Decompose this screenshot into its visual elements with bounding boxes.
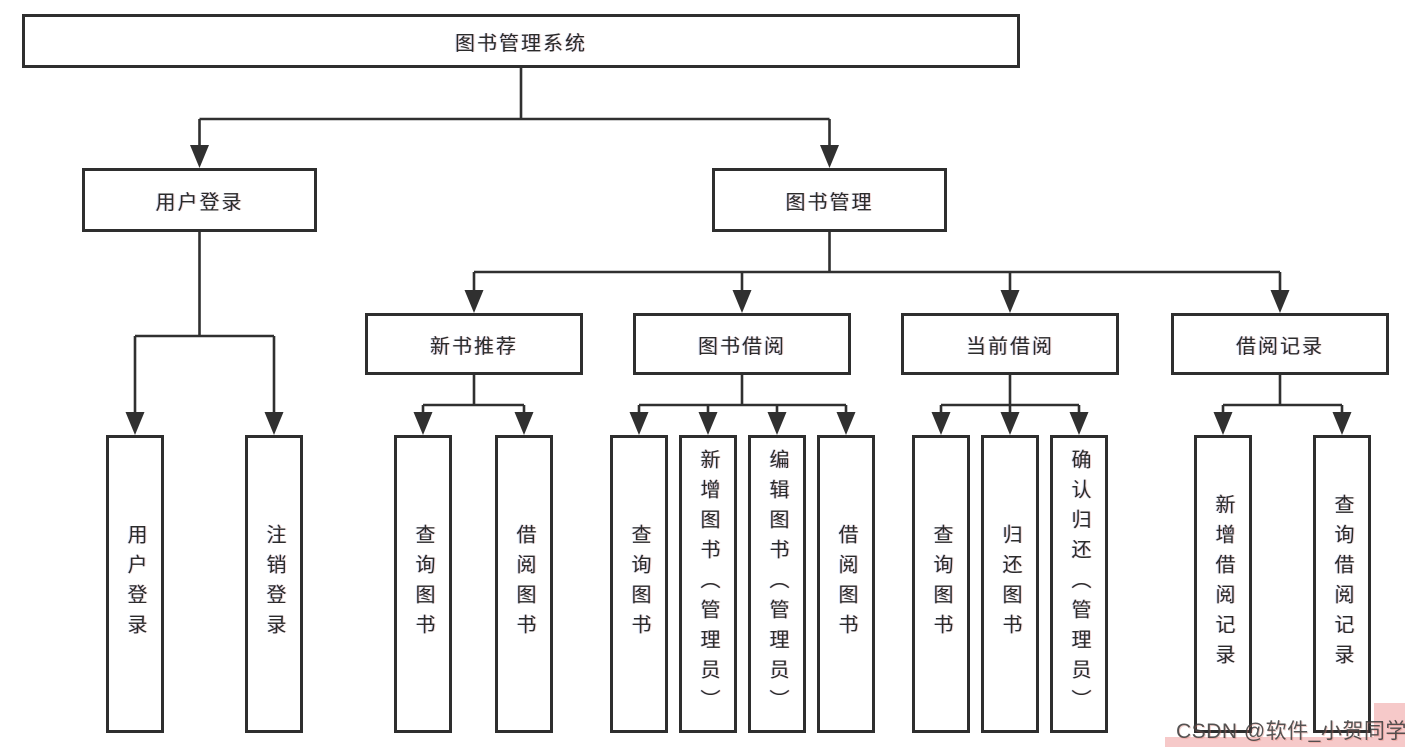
node-leaf-bb-query-books: 查询图书 [610,435,668,733]
node-leaf-bb-borrow-books: 借阅图书 [817,435,875,733]
node-leaf-cb-return-books: 归还图书 [981,435,1039,733]
node-user-login: 用户登录 [82,168,317,232]
arrowhead-icon [514,412,534,435]
node-leaf-br-query-record-label: 查询借阅记录 [1331,494,1353,674]
node-leaf-bb-add-books-admin: 新增图书（管理员） [679,435,737,733]
node-leaf-nb-borrow-books: 借阅图书 [495,435,553,733]
watermark-badge-bottom [1165,737,1405,747]
node-book-borrow: 图书借阅 [633,313,851,375]
node-new-book-recommend-label: 新书推荐 [430,335,518,358]
node-leaf-bb-add-books-admin-label: 新增图书（管理员） [697,449,719,719]
node-leaf-cb-confirm-return-admin: 确认归还（管理员） [1050,435,1108,733]
arrowhead-icon [1000,290,1020,313]
csdn-watermark: CSDN @软件_小贺同学 [1176,720,1405,743]
arrowhead-icon [931,412,951,435]
node-leaf-br-query-record: 查询借阅记录 [1313,435,1371,733]
arrowhead-icon [732,290,752,313]
node-leaf-nb-borrow-books-label: 借阅图书 [513,524,535,644]
arrowhead-icon [1332,412,1352,435]
arrowhead-icon [125,412,145,435]
arrowhead-icon [1000,412,1020,435]
arrowhead-icon [767,412,787,435]
arrowhead-icon [836,412,856,435]
arrowhead-icon [820,145,839,168]
node-book-management-label: 图书管理 [785,191,874,214]
node-leaf-logout: 注销登录 [245,435,303,733]
node-leaf-user-login: 用户登录 [106,435,164,733]
arrowhead-icon [464,290,484,313]
node-leaf-nb-query-books-label: 查询图书 [412,524,434,644]
node-current-borrow-label: 当前借阅 [966,335,1054,358]
node-book-borrow-label: 图书借阅 [698,335,786,358]
node-user-login-label: 用户登录 [155,191,244,214]
watermark-badge-corner [1374,703,1405,747]
node-leaf-bb-edit-books-admin-label: 编辑图书（管理员） [766,449,788,719]
node-leaf-br-add-record-label: 新增借阅记录 [1212,494,1234,674]
node-root: 图书管理系统 [22,14,1020,68]
node-new-book-recommend: 新书推荐 [365,313,583,375]
node-leaf-nb-query-books: 查询图书 [394,435,452,733]
node-leaf-cb-confirm-return-admin-label: 确认归还（管理员） [1068,449,1090,719]
node-leaf-cb-query-books: 查询图书 [912,435,970,733]
node-leaf-cb-return-books-label: 归还图书 [999,524,1021,644]
node-leaf-bb-query-books-label: 查询图书 [628,524,650,644]
node-leaf-br-add-record: 新增借阅记录 [1194,435,1252,733]
node-leaf-bb-borrow-books-label: 借阅图书 [835,524,857,644]
node-current-borrow: 当前借阅 [901,313,1119,375]
node-borrow-records-label: 借阅记录 [1236,335,1324,358]
node-leaf-cb-query-books-label: 查询图书 [930,524,952,644]
arrowhead-icon [264,412,284,435]
arrowhead-icon [190,145,209,168]
node-root-label: 图书管理系统 [455,32,587,55]
arrowhead-icon [629,412,649,435]
arrowhead-icon [698,412,718,435]
arrowhead-icon [1069,412,1089,435]
node-book-management: 图书管理 [712,168,947,232]
node-leaf-logout-label: 注销登录 [263,524,285,644]
node-borrow-records: 借阅记录 [1171,313,1389,375]
arrowhead-icon [413,412,433,435]
node-leaf-user-login-label: 用户登录 [124,524,146,644]
arrowhead-icon [1213,412,1233,435]
arrowhead-icon [1270,290,1290,313]
node-leaf-bb-edit-books-admin: 编辑图书（管理员） [748,435,806,733]
